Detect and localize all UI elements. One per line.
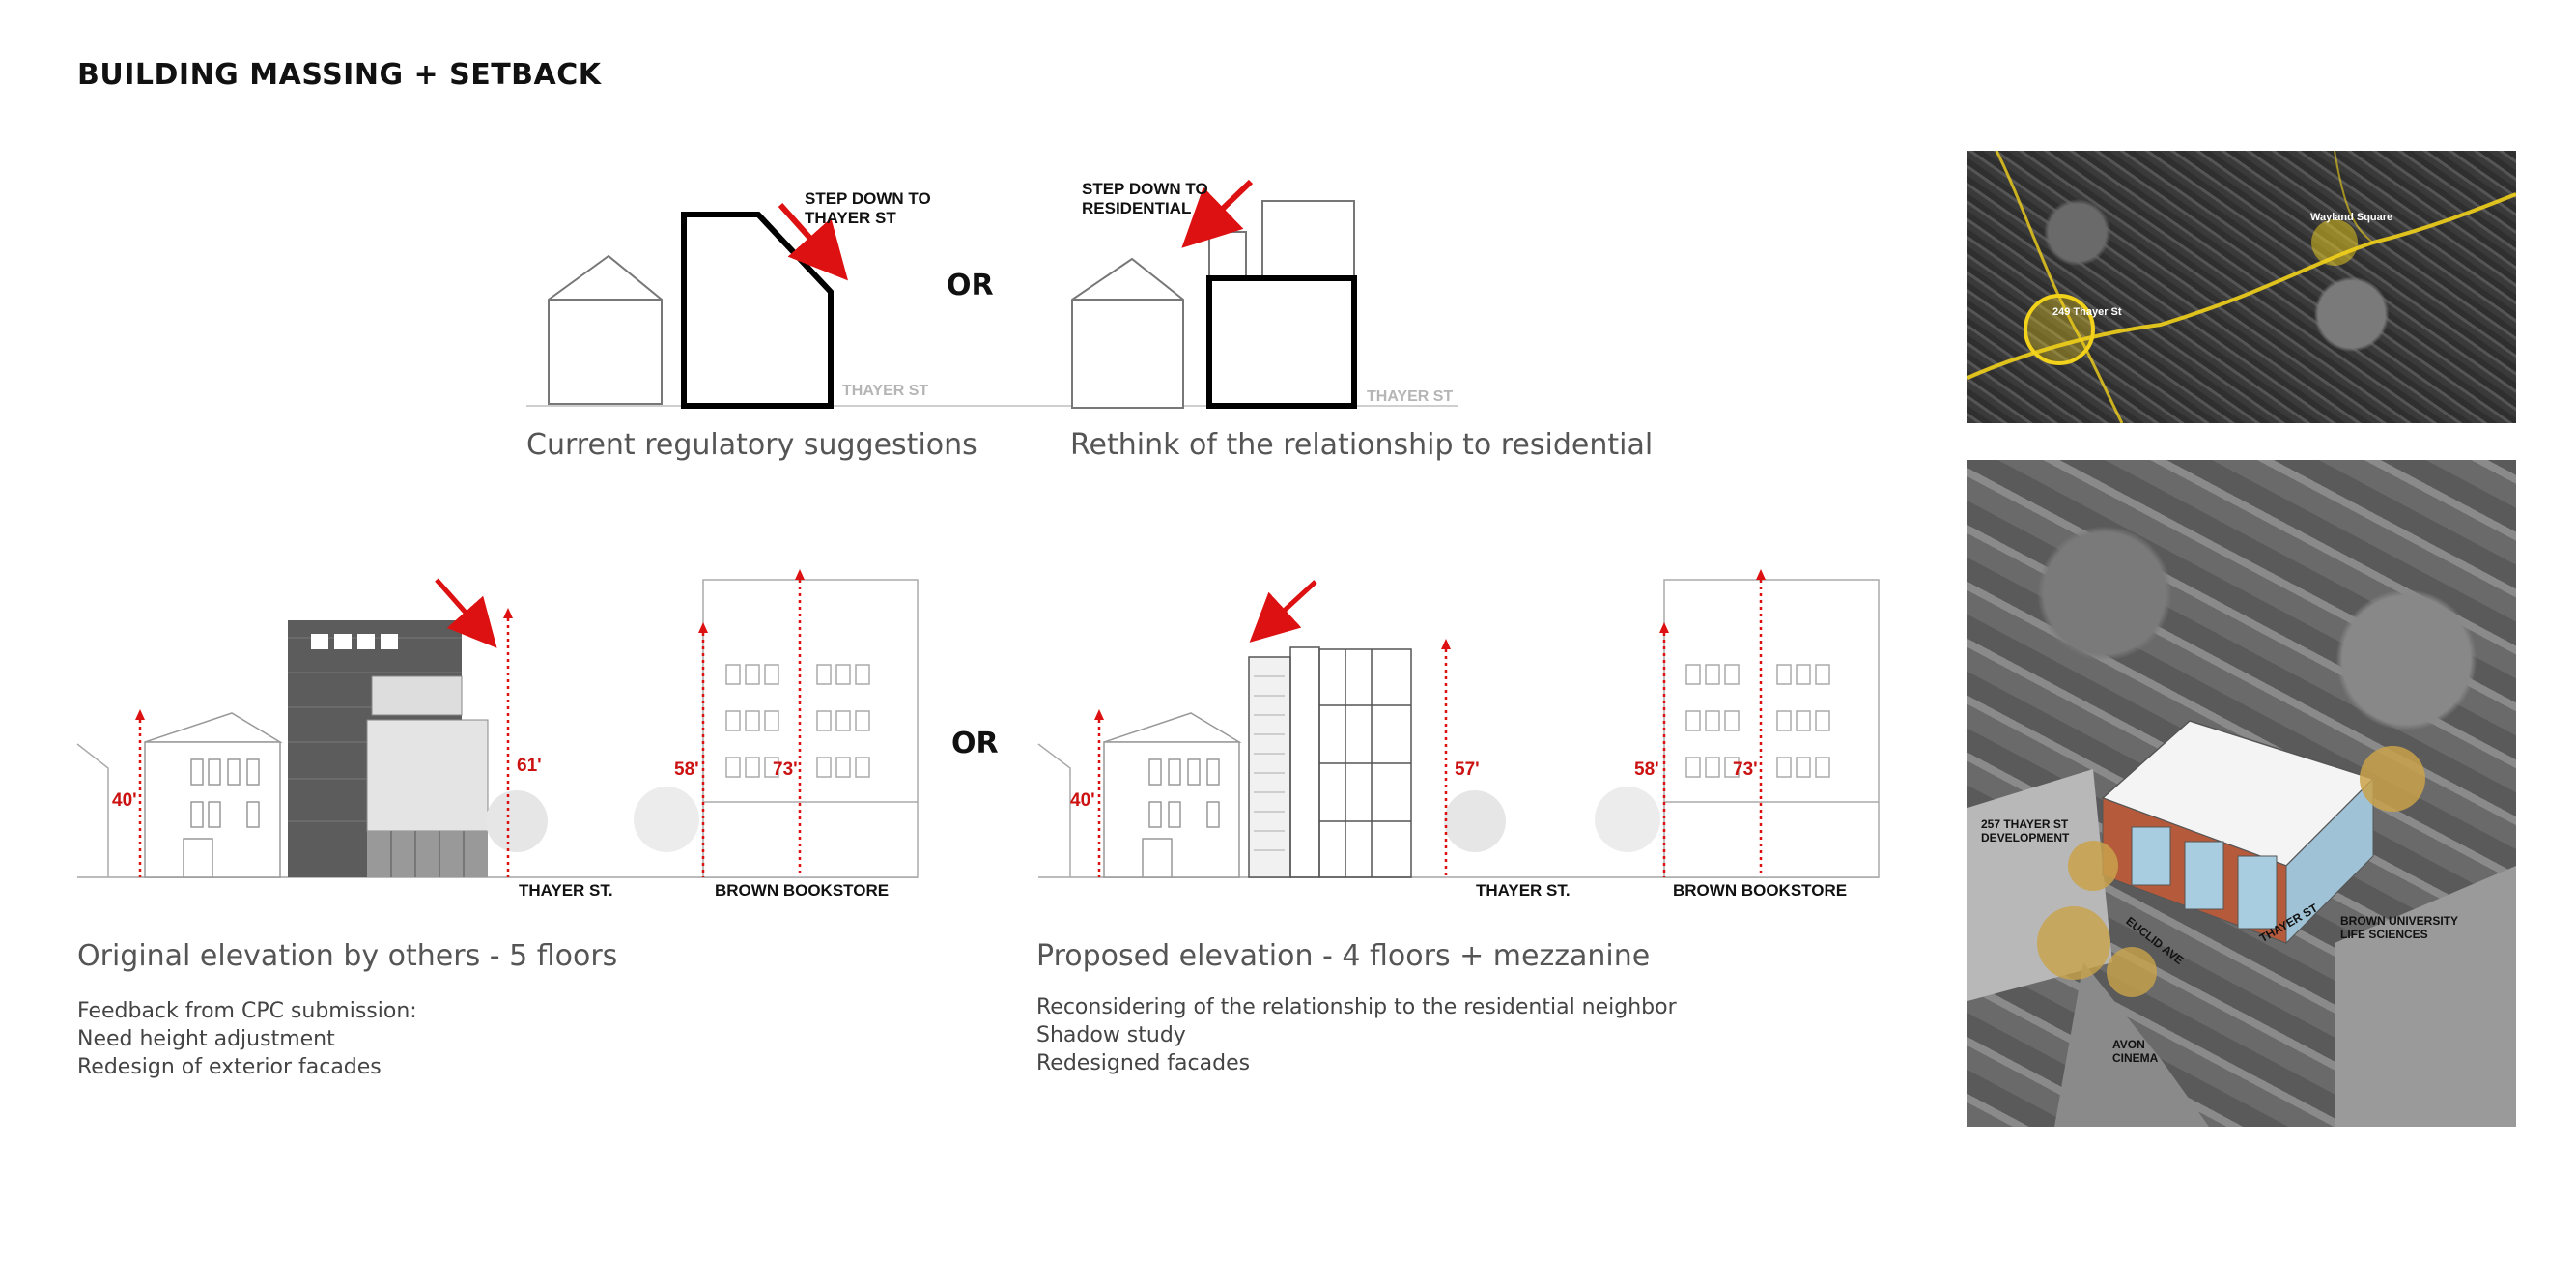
note-line: Reconsidering of the relationship to the… xyxy=(1036,995,1677,1019)
caption-rethink: Rethink of the relationship to residenti… xyxy=(1070,428,1654,462)
caption-original: Original elevation by others - 5 floors xyxy=(77,939,618,973)
street-label: BROWN BOOKSTORE xyxy=(1673,881,1848,900)
height-label: 58' xyxy=(1634,759,1659,780)
street-label: THAYER ST. xyxy=(1476,881,1571,900)
site-label: 257 THAYER ST DEVELOPMENT xyxy=(1981,817,2087,844)
street-label: THAYER ST. xyxy=(519,881,613,900)
aerial-roads xyxy=(1967,151,2516,423)
height-label: 61' xyxy=(517,756,542,776)
note-line: Feedback from CPC submission: xyxy=(77,999,417,1023)
annotation-step-down-thayer: STEP DOWN TO THAYER ST xyxy=(805,189,931,228)
height-label: 40' xyxy=(112,790,137,811)
caption-proposed: Proposed elevation - 4 floors + mezzanin… xyxy=(1036,939,1651,973)
aerial-photo-site: 257 THAYER ST DEVELOPMENT EUCLID AVE THA… xyxy=(1967,460,2516,1127)
caption-current: Current regulatory suggestions xyxy=(526,428,977,462)
site-label-text: 257 THAYER ST DEVELOPMENT xyxy=(1981,817,2070,844)
notes-proposed: Reconsidering of the relationship to the… xyxy=(1036,993,1677,1077)
height-label: 57' xyxy=(1455,759,1480,780)
street-label: BROWN BOOKSTORE xyxy=(715,881,890,900)
notes-original: Feedback from CPC submission: Need heigh… xyxy=(77,997,417,1081)
street-label: THAYER ST xyxy=(842,383,929,399)
note-line: Redesign of exterior facades xyxy=(77,1055,382,1079)
massing-left xyxy=(526,203,1000,409)
note-line: Redesigned facades xyxy=(1036,1051,1251,1075)
height-label: 40' xyxy=(1070,790,1095,811)
annotation-line: THAYER ST xyxy=(805,209,896,227)
aerial-label: 249 Thayer St xyxy=(2052,306,2122,318)
annotation-step-down-residential: STEP DOWN TO RESIDENTIAL xyxy=(1082,180,1208,218)
annotation-line: STEP DOWN TO xyxy=(805,189,931,208)
aerial-photo-neighborhood: 249 Thayer St Wayland Square xyxy=(1967,151,2516,423)
or-label: OR xyxy=(947,269,994,302)
site-massing xyxy=(1967,720,2516,1127)
aerial-label: Wayland Square xyxy=(2310,212,2393,223)
annotation-line: RESIDENTIAL xyxy=(1082,199,1192,217)
site-label: AVON CINEMA xyxy=(2112,1038,2159,1065)
page-title: BUILDING MASSING + SETBACK xyxy=(77,58,602,92)
note-line: Shadow study xyxy=(1036,1023,1186,1047)
massing-right xyxy=(1000,179,1458,409)
or-label: OR xyxy=(951,727,999,760)
note-line: Need height adjustment xyxy=(77,1027,335,1051)
site-label: BROWN UNIVERSITY LIFE SCIENCES xyxy=(2340,914,2458,941)
street-label: THAYER ST xyxy=(1367,388,1454,405)
height-label: 73' xyxy=(773,759,798,780)
annotation-line: STEP DOWN TO xyxy=(1082,180,1208,198)
height-label: 58' xyxy=(674,759,699,780)
height-label: 73' xyxy=(1733,759,1758,780)
